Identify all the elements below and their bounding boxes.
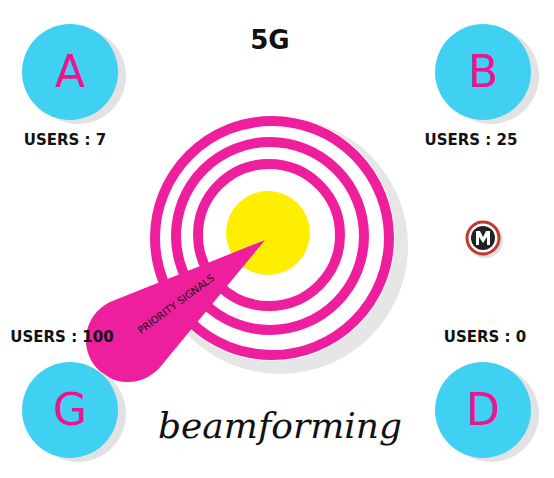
diagram-caption-label: beamforming — [158, 406, 402, 446]
cell-letter: G — [53, 388, 87, 432]
cell-circle: AUSERS : 7 — [22, 24, 118, 120]
logo-symbol — [467, 222, 503, 258]
cell-circle: BUSERS : 25 — [435, 24, 531, 120]
user-count: USERS : 7 — [24, 132, 106, 149]
beam-wedge: PRIORITY SIGNALS — [86, 236, 268, 386]
cell-letter: B — [468, 50, 498, 94]
wedge-fill — [86, 240, 265, 382]
user-count: USERS : 0 — [444, 329, 526, 346]
diagram-title: 5G — [250, 26, 289, 55]
user-count: USERS : 25 — [425, 132, 518, 149]
cell-letter: D — [466, 388, 500, 432]
user-count: USERS : 100 — [10, 329, 113, 346]
circle-fill — [435, 24, 531, 120]
circle-fill — [22, 24, 118, 120]
cell-letter: A — [55, 50, 85, 94]
logo-core — [471, 226, 495, 250]
cell-circle: DUSERS : 0 — [435, 362, 531, 458]
logo-shadow — [467, 222, 503, 258]
logo-glyph — [476, 231, 490, 245]
circle-fill — [22, 362, 118, 458]
cell-circle: GUSERS : 100 — [22, 362, 118, 458]
logo-ring — [467, 222, 499, 254]
wedge-shape — [86, 236, 268, 386]
circle-fill — [435, 362, 531, 458]
